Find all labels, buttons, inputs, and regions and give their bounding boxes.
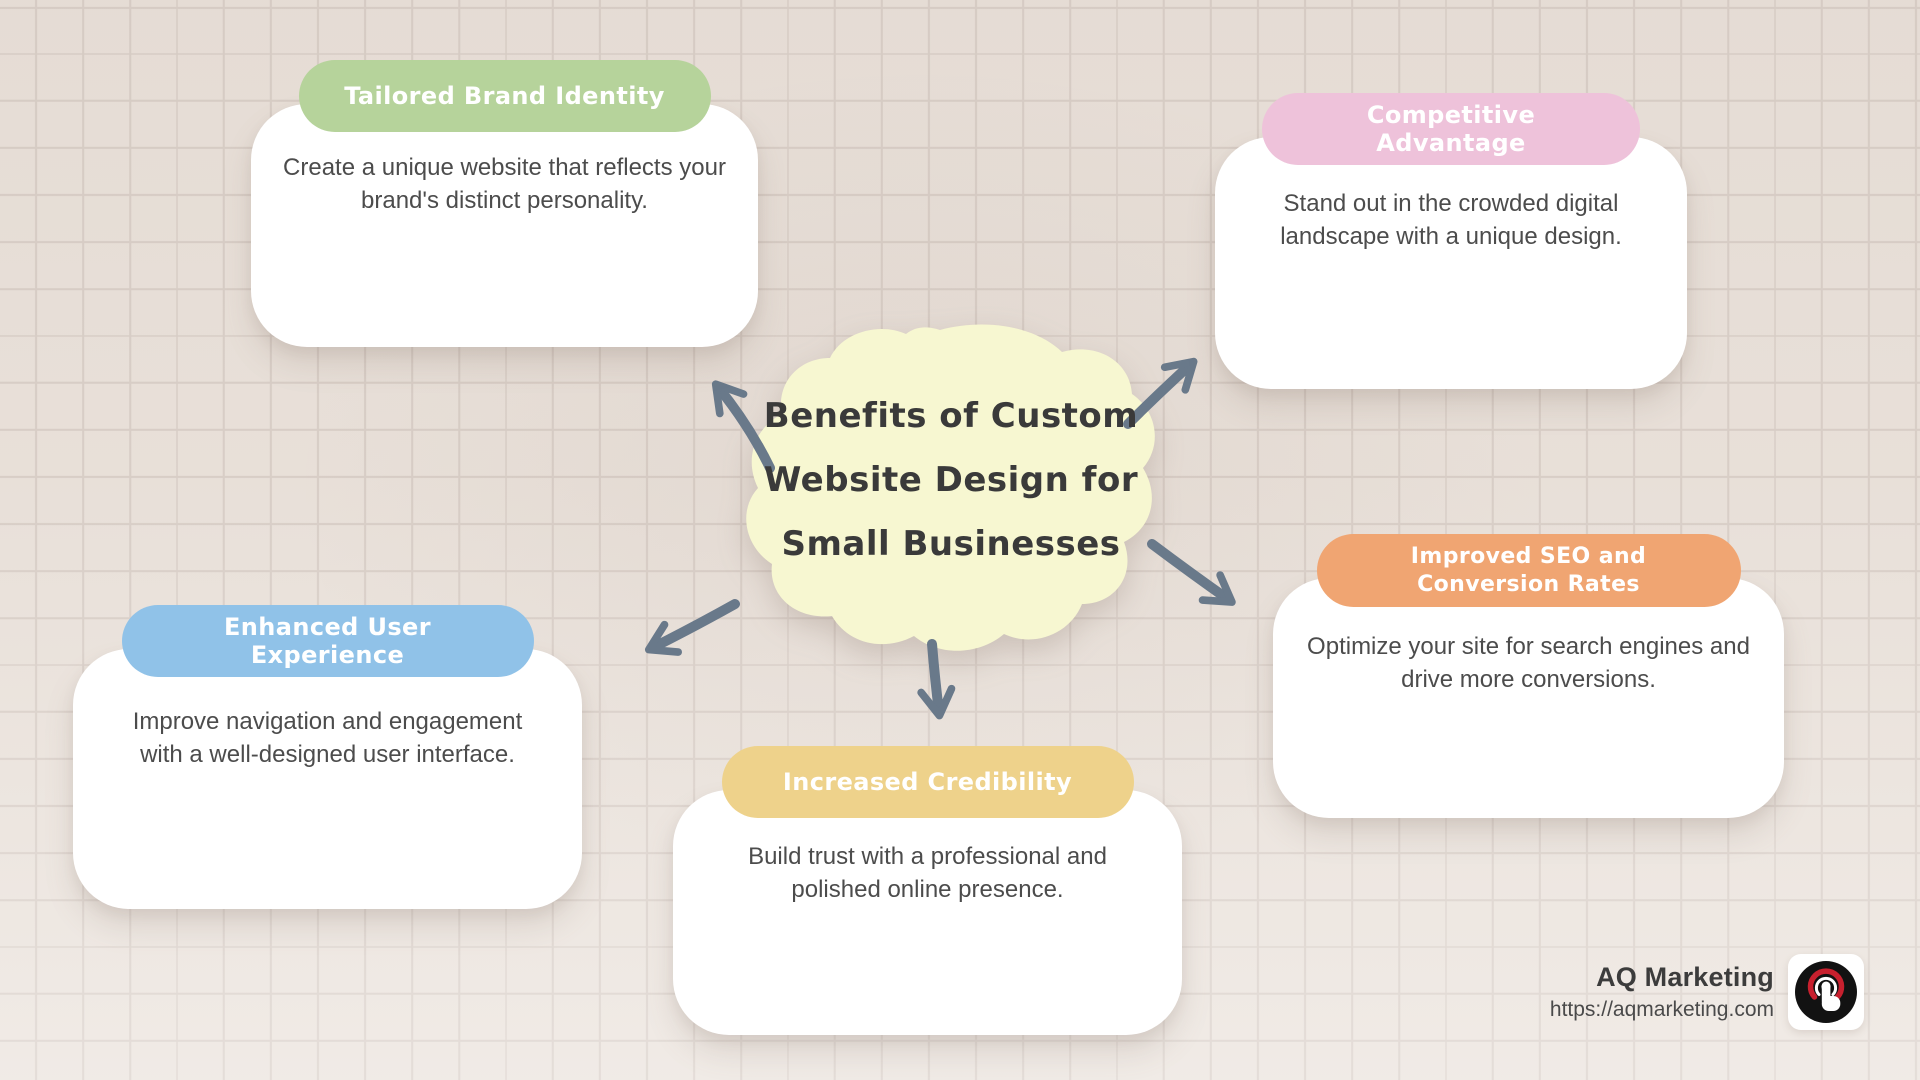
arrow-to-competitive-advantage [1123,357,1198,429]
card-header-pill: Tailored Brand Identity [298,60,711,132]
central-blob-shape [746,324,1155,651]
brand-name: AQ Marketing [1596,962,1774,992]
card-competitive-advantage: Competitive Advantage Stand out in the c… [1215,93,1687,389]
logo-hand [1821,996,1841,1011]
card-header-pill: Increased Credibility [721,746,1134,818]
arrow-to-improved-seo [1147,539,1236,606]
tap-click-icon [1795,961,1857,1023]
card-enhanced-user-experience: Enhanced User Experience Improve navigat… [73,605,582,909]
card-body-text: Optimize your site for search engines an… [1307,633,1750,693]
footer-text: AQ Marketing https://aqmarketing.com [1550,962,1774,1022]
logo-signal-arc-inner [1814,976,1838,996]
card-tailored-brand-identity: Tailored Brand Identity Create a unique … [251,60,758,347]
footer: AQ Marketing https://aqmarketing.com [1550,954,1864,1030]
card-header-pill: Competitive Advantage [1262,93,1640,165]
brand-logo [1788,954,1864,1030]
arrow-to-tailored-brand-identity [711,380,775,473]
card-body-text: Improve navigation and engagement with a… [132,708,523,768]
arrow-to-enhanced-user-experience [644,599,740,656]
card-body-text: Stand out in the crowded digital landsca… [1280,190,1622,250]
card-header-pill: Improved SEO and Conversion Rates [1316,534,1741,607]
connector-arrows [644,357,1236,720]
card-header-pill: Enhanced User Experience [121,605,534,677]
arrow-to-increased-credibility [917,639,956,720]
card-increased-credibility: Increased Credibility Build trust with a… [673,746,1182,1035]
card-body-text: Create a unique website that reflects yo… [283,154,726,214]
central-topic-title: Benefits of Custom Website Design for Sm… [763,396,1139,564]
logo-signal-arc-outer [1807,968,1845,1000]
brand-url: https://aqmarketing.com [1549,998,1774,1021]
card-improved-seo-and-conversion-rates: Improved SEO and Conversion Rates Optimi… [1273,534,1784,818]
card-body-text: Build trust with a professional and poli… [748,843,1107,903]
